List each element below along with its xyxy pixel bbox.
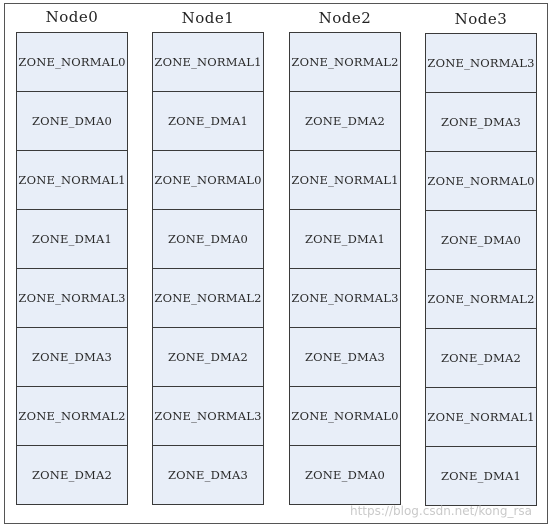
zone-cell: ZONE_DMA1: [152, 91, 264, 151]
zone-cell: ZONE_DMA3: [16, 327, 128, 387]
node-title: Node3: [454, 10, 508, 28]
node-column-2: ZONE_NORMAL2 ZONE_DMA2 ZONE_NORMAL1 ZONE…: [289, 32, 401, 505]
zone-cell: ZONE_NORMAL3: [425, 33, 537, 93]
zone-cell: ZONE_NORMAL1: [16, 150, 128, 210]
watermark-text: https://blog.csdn.net/kong_rsa: [350, 504, 532, 518]
zone-cell: ZONE_NORMAL0: [16, 32, 128, 92]
zone-cell: ZONE_DMA2: [425, 328, 537, 388]
zone-cell: ZONE_DMA1: [16, 209, 128, 269]
node-column-1: ZONE_NORMAL1 ZONE_DMA1 ZONE_NORMAL0 ZONE…: [152, 32, 264, 505]
zone-cell: ZONE_DMA1: [289, 209, 401, 269]
zone-cell: ZONE_DMA2: [16, 445, 128, 505]
zone-cell: ZONE_NORMAL1: [152, 32, 264, 92]
zone-cell: ZONE_DMA2: [289, 91, 401, 151]
zone-cell: ZONE_NORMAL2: [289, 32, 401, 92]
zone-cell: ZONE_NORMAL0: [289, 386, 401, 446]
zone-cell: ZONE_DMA2: [152, 327, 264, 387]
zone-cell: ZONE_NORMAL2: [425, 269, 537, 329]
zone-cell: ZONE_NORMAL0: [425, 151, 537, 211]
zone-cell: ZONE_NORMAL0: [152, 150, 264, 210]
node-column-0: ZONE_NORMAL0 ZONE_DMA0 ZONE_NORMAL1 ZONE…: [16, 32, 128, 505]
zone-cell: ZONE_NORMAL3: [16, 268, 128, 328]
zone-cell: ZONE_NORMAL2: [16, 386, 128, 446]
node-title: Node2: [318, 9, 372, 27]
zone-cell: ZONE_NORMAL1: [289, 150, 401, 210]
zone-cell: ZONE_DMA0: [152, 209, 264, 269]
zone-cell: ZONE_NORMAL3: [152, 386, 264, 446]
zone-cell: ZONE_NORMAL2: [152, 268, 264, 328]
zone-cell: ZONE_NORMAL1: [425, 387, 537, 447]
zone-cell: ZONE_DMA0: [289, 445, 401, 505]
zone-cell: ZONE_DMA3: [289, 327, 401, 387]
node-column-3: ZONE_NORMAL3 ZONE_DMA3 ZONE_NORMAL0 ZONE…: [425, 33, 537, 506]
zone-cell: ZONE_DMA3: [152, 445, 264, 505]
zone-cell: ZONE_DMA1: [425, 446, 537, 506]
zone-cell: ZONE_NORMAL3: [289, 268, 401, 328]
node-title: Node1: [181, 9, 235, 27]
node-title: Node0: [45, 8, 99, 26]
zone-cell: ZONE_DMA0: [16, 91, 128, 151]
zone-cell: ZONE_DMA3: [425, 92, 537, 152]
zone-cell: ZONE_DMA0: [425, 210, 537, 270]
diagram-frame: [4, 3, 548, 524]
